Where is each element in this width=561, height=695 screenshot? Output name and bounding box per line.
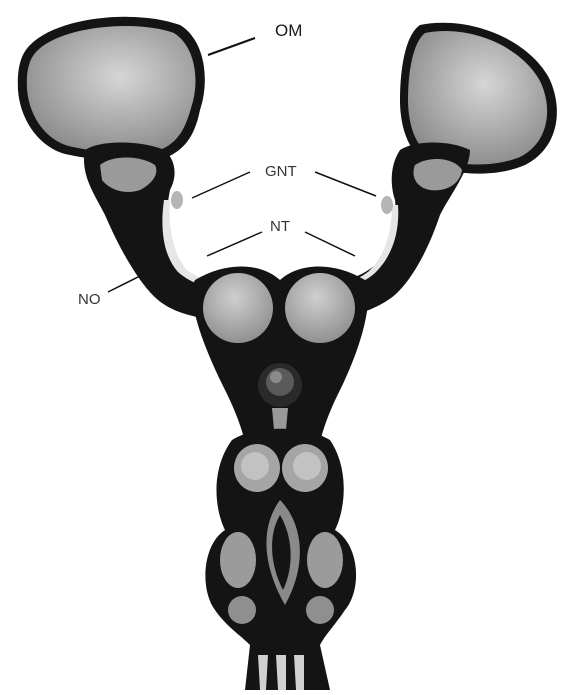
- label-nt: NT: [270, 218, 290, 235]
- brain-body: [192, 267, 368, 446]
- nt-leader-line-left: [207, 232, 262, 256]
- nt-leader-line-right: [305, 232, 355, 256]
- brainstem: [205, 429, 356, 690]
- olfactory-mass-left: [18, 17, 205, 162]
- label-gnt: GNT: [265, 163, 297, 180]
- label-om: OM: [275, 21, 302, 40]
- gnt-leader-line-left: [192, 172, 250, 198]
- om-leader-line: [208, 38, 255, 55]
- hemisphere-right: [285, 273, 355, 343]
- gnt-leader-line-right: [315, 172, 376, 196]
- hemisphere-left: [203, 273, 273, 343]
- label-no: NO: [78, 291, 101, 308]
